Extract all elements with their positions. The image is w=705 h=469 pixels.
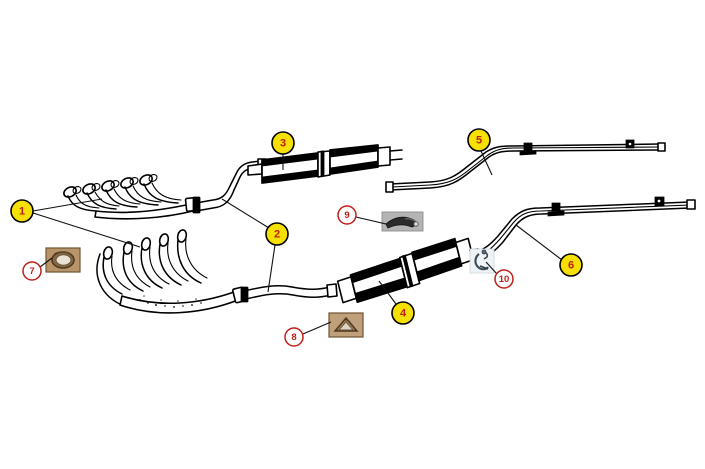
callout-marker-7[interactable]: 7 — [22, 261, 42, 281]
lower-manifold-ports — [102, 229, 188, 260]
leader-6 — [515, 224, 563, 261]
gasket-oval-photo — [45, 247, 81, 273]
leader-5 — [480, 150, 493, 176]
upper-manifold-runners — [67, 182, 182, 212]
lower-manifold-runners — [102, 238, 208, 295]
callout-marker-4[interactable]: 4 — [391, 301, 415, 325]
upper-downpipe-collar — [192, 196, 201, 214]
upper-tailpipe — [385, 139, 666, 193]
upper-manifold-ports — [63, 174, 158, 198]
callout-marker-6[interactable]: 6 — [559, 253, 583, 277]
leader-2-upper — [221, 198, 270, 229]
exhaust-clamp-photo — [469, 248, 495, 274]
lower-exhaust-manifold — [96, 229, 247, 314]
leader-2-lower — [267, 244, 276, 293]
leader-10 — [485, 261, 498, 275]
callout-marker-2[interactable]: 2 — [265, 222, 289, 246]
leader-4 — [378, 280, 397, 305]
lower-manifold-collector — [119, 291, 239, 314]
lower-muffler — [336, 237, 475, 304]
callout-marker-3[interactable]: 3 — [271, 131, 295, 155]
leader-9 — [355, 216, 387, 225]
callout-marker-1[interactable]: 1 — [10, 199, 34, 223]
callout-marker-10[interactable]: 10 — [494, 269, 514, 289]
callout-marker-9[interactable]: 9 — [337, 205, 357, 225]
leader-1-upper — [32, 198, 103, 212]
lower-downpipe-collar — [240, 286, 249, 303]
lower-tailpipe-hanger-rear — [654, 196, 665, 207]
upper-tailpipe-hanger-front — [519, 142, 537, 156]
upper-tailpipe-hanger-rear — [625, 139, 635, 149]
gasket-triangle-photo — [328, 312, 364, 338]
leader-8 — [302, 321, 332, 335]
leader-lines — [32, 150, 563, 335]
lower-front-downpipe — [240, 283, 338, 303]
callout-marker-5[interactable]: 5 — [467, 128, 491, 152]
callout-marker-8[interactable]: 8 — [284, 327, 304, 347]
leader-1-lower — [32, 212, 141, 248]
hanger-bracket-photo — [381, 211, 424, 232]
upper-exhaust-manifold — [63, 174, 198, 220]
lower-manifold-texture — [139, 295, 202, 308]
lower-tailpipe — [469, 196, 696, 263]
leader-7 — [39, 257, 53, 268]
upper-muffler — [247, 144, 403, 184]
lower-tailpipe-hanger-front — [547, 202, 565, 217]
lower-downpipe-socket — [326, 283, 338, 298]
